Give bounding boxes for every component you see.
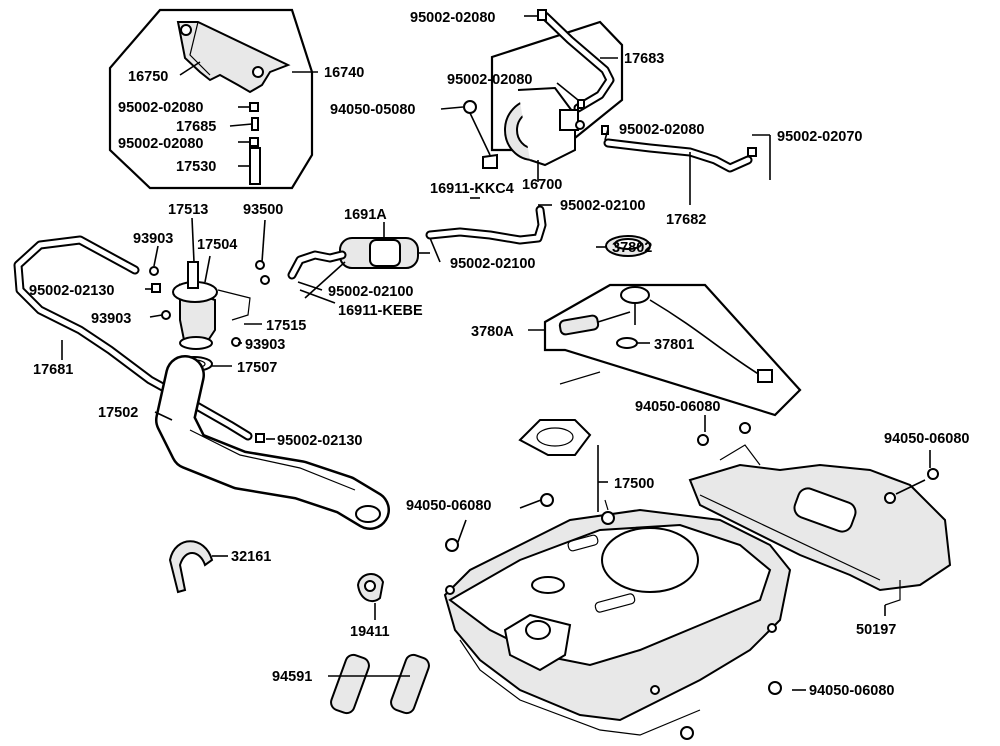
callout-c16: 17513 [168, 202, 208, 218]
callout-c32: 17681 [33, 362, 73, 378]
callout-c24: 95002-02130 [29, 283, 114, 299]
callout-c03: 16740 [324, 65, 364, 81]
callout-c28: 17515 [266, 318, 306, 334]
callout-c18: 1691A [344, 207, 387, 223]
callout-c19: 95002-02100 [560, 198, 645, 214]
callout-c08: 17685 [176, 119, 216, 135]
callout-c05: 95002-02080 [447, 72, 532, 88]
bracket-50197-part [688, 422, 952, 606]
hose-17682-part [603, 138, 757, 173]
clamp-32161-part [168, 540, 214, 594]
gasket-37802-part [605, 235, 651, 257]
callout-c38: 17500 [614, 476, 654, 492]
callout-c20: 93903 [133, 231, 173, 247]
callout-c30: 93903 [245, 337, 285, 353]
filler-neck-17504-part [172, 261, 251, 350]
small-fittings-part [249, 102, 261, 185]
callout-c09: 95002-02080 [619, 122, 704, 138]
callout-c36: 95002-02130 [277, 433, 362, 449]
hose-17683-part [537, 9, 615, 113]
callout-c04: 16750 [128, 69, 168, 85]
callout-c07: 95002-02080 [118, 100, 203, 116]
sender-unit-3780a-part [558, 286, 773, 383]
callout-c42: 50197 [856, 622, 896, 638]
callout-c31: 37801 [654, 337, 694, 353]
callout-c15: 17682 [666, 212, 706, 228]
clip-19411-part [356, 573, 385, 603]
callout-c44: 94050-06080 [809, 683, 894, 699]
callout-c01: 95002-02080 [410, 10, 495, 26]
small-clips-part [151, 99, 609, 443]
callout-c23: 37802 [612, 240, 652, 256]
callout-c06: 94050-05080 [330, 102, 415, 118]
callout-c26: 16911-KEBE [338, 303, 423, 319]
bolt-94050-05080-part [463, 100, 498, 169]
callout-c25: 95002-02100 [328, 284, 413, 300]
callout-c22: 95002-02100 [450, 256, 535, 272]
callout-c34: 94050-06080 [635, 399, 720, 415]
callout-c14: 16911-KKC4 [430, 181, 514, 197]
bolts-94050-06080-part [445, 493, 782, 740]
callout-c11: 95002-02070 [777, 129, 862, 145]
callout-c21: 17504 [197, 237, 237, 253]
screws-part [149, 260, 270, 347]
sender-unit-group-frame [543, 283, 802, 417]
callout-c10: 95002-02080 [118, 136, 203, 152]
callout-c43: 94591 [272, 669, 312, 685]
rubber-mount-94591-part [330, 653, 430, 715]
fuel-pump-group-frame [490, 20, 624, 152]
callout-c29: 3780A [471, 324, 514, 340]
callout-c27: 93903 [91, 311, 131, 327]
hose-17681-part [13, 235, 253, 441]
callout-c17: 93500 [243, 202, 283, 218]
fuel-tank-17500-part [443, 499, 792, 736]
callout-c37: 94050-06080 [884, 431, 969, 447]
bracket-16750-part [176, 21, 291, 94]
callout-c33: 17507 [237, 360, 277, 376]
lock-ring-part [518, 371, 601, 456]
bracket-group-frame [108, 8, 314, 190]
filter-1691a-part [339, 237, 430, 269]
filler-pipe-17502-part [155, 355, 390, 530]
leader-lines [61, 15, 931, 691]
hose-16911-kebe-part [287, 250, 347, 280]
callout-c12: 17530 [176, 159, 216, 175]
callout-c35: 17502 [98, 405, 138, 421]
oring-37801-part [616, 337, 638, 349]
callout-c02: 17683 [624, 51, 664, 67]
hose-16911-kkc4-part [425, 205, 547, 245]
callout-c40: 32161 [231, 549, 271, 565]
callout-c41: 19411 [350, 624, 390, 640]
callout-c13: 16700 [522, 177, 562, 193]
callout-c39: 94050-06080 [406, 498, 491, 514]
fuel-pump-16700-part [504, 86, 585, 175]
